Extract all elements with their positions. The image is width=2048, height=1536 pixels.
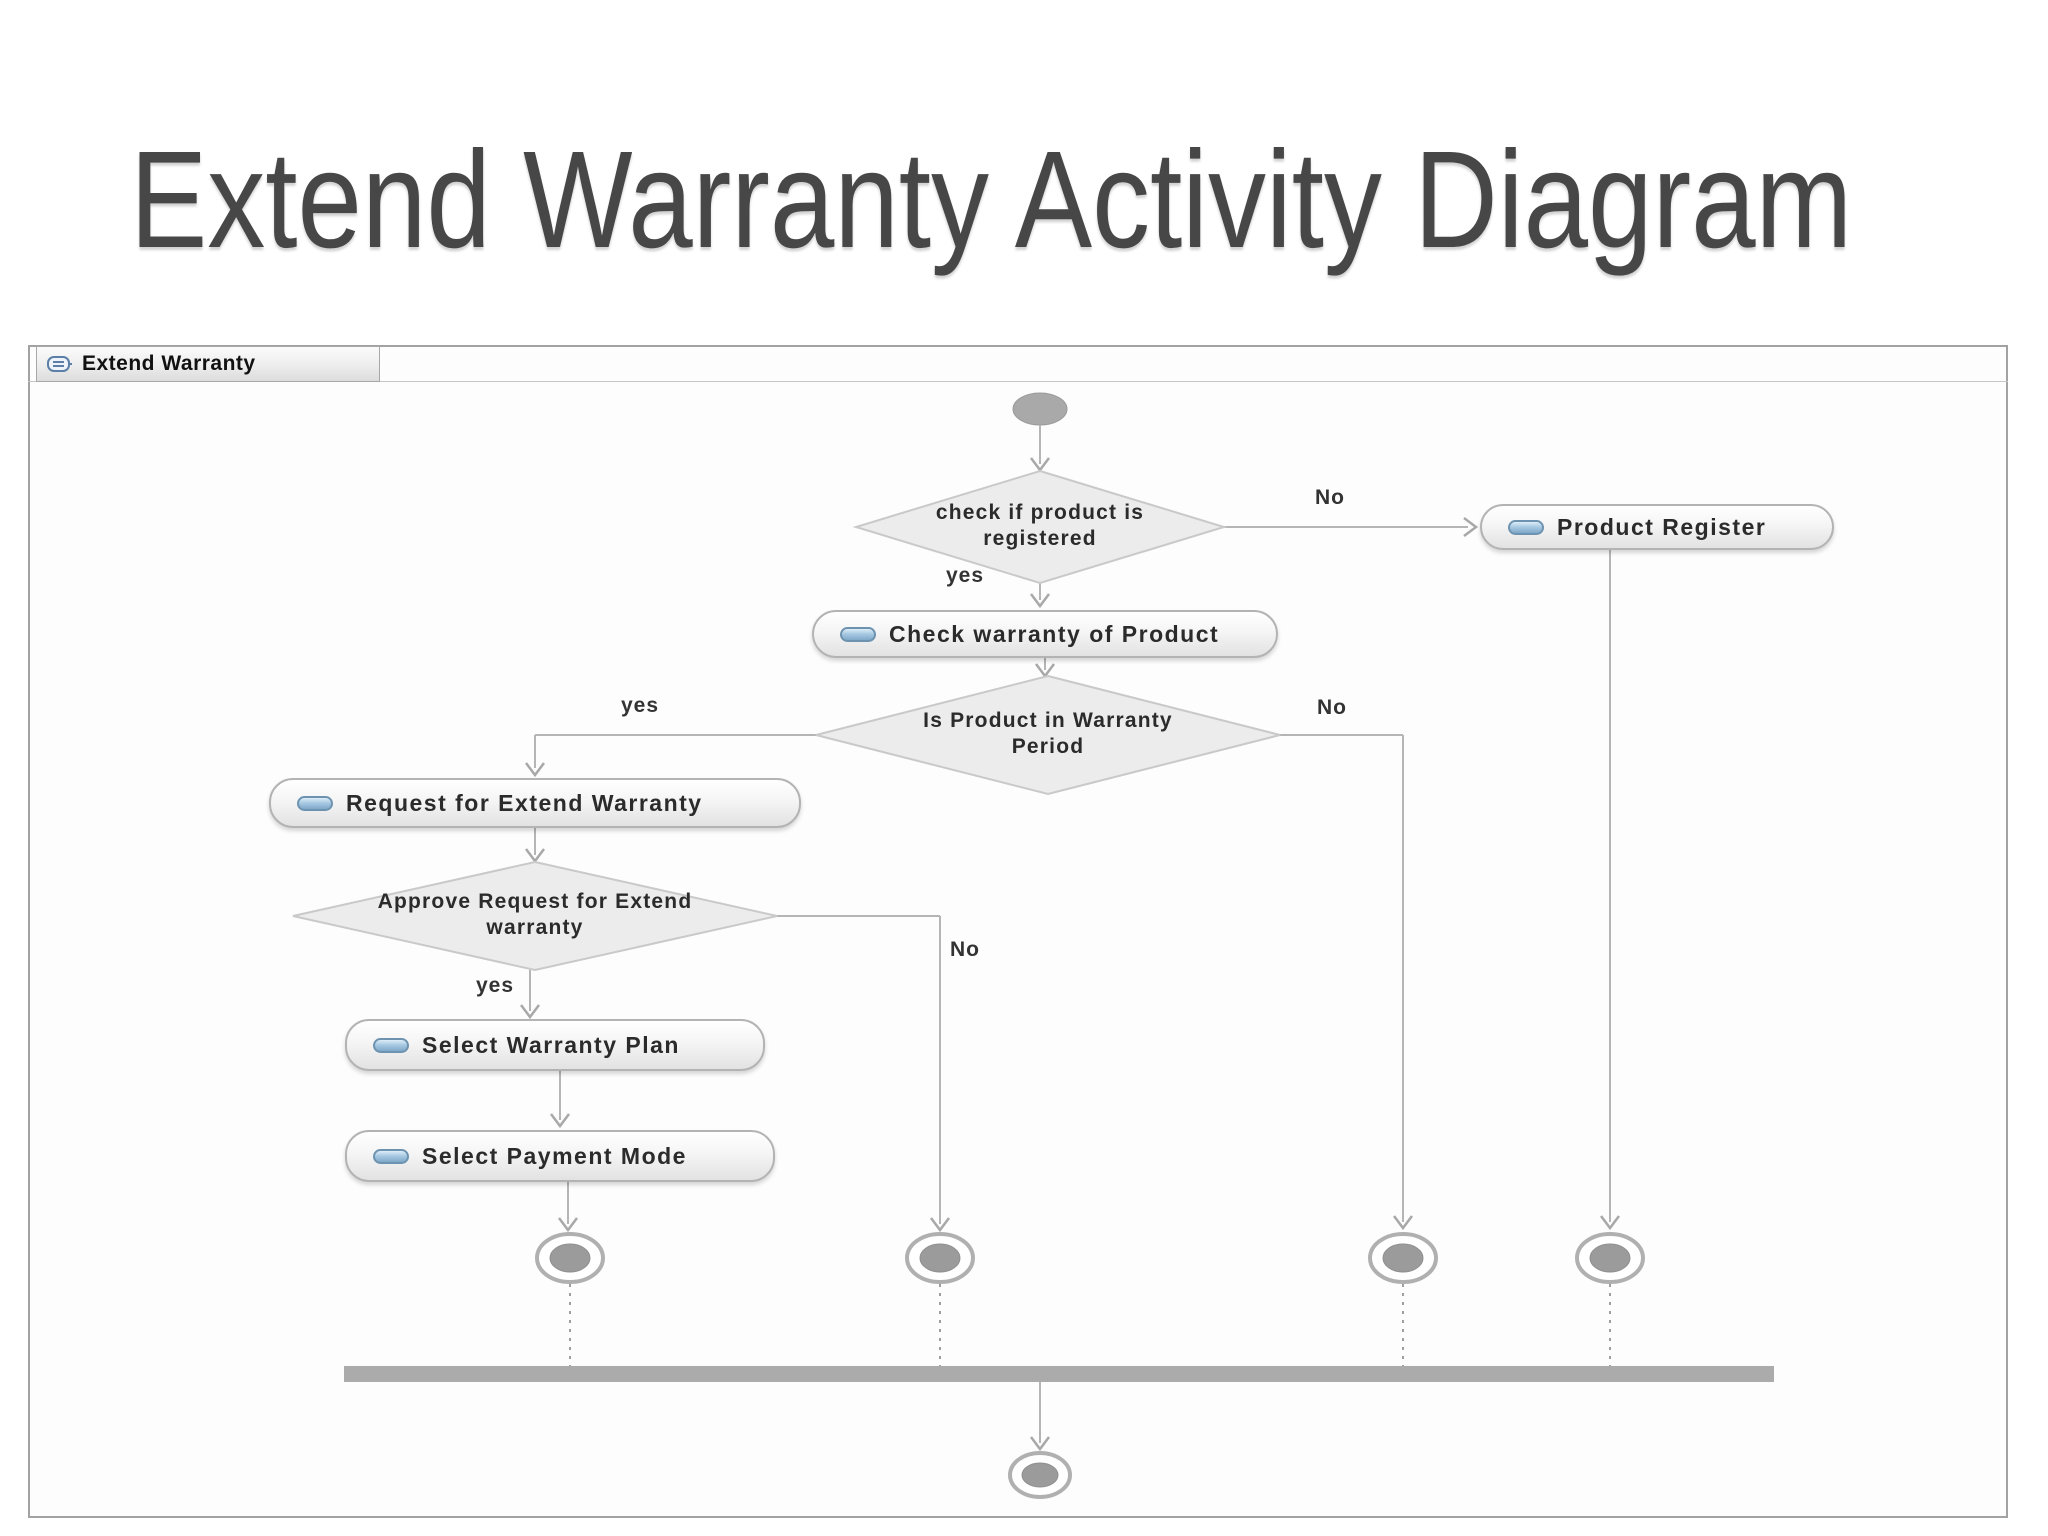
tab-extend-warranty[interactable]: Extend Warranty	[36, 346, 380, 382]
action-request-extend-warranty: Request for Extend Warranty	[269, 778, 801, 828]
action-label: Check warranty of Product	[889, 620, 1220, 647]
decision-product-registered	[852, 469, 1228, 585]
edge-label-no-registered: No	[1315, 486, 1345, 509]
action-icon	[373, 1148, 409, 1164]
decision-approve-request	[292, 860, 778, 972]
action-check-warranty: Check warranty of Product	[812, 610, 1278, 658]
action-select-payment-mode: Select Payment Mode	[345, 1130, 775, 1182]
edge-label-yes-approve: yes	[475, 974, 515, 997]
page-title: Extend Warranty Activity Diagram	[130, 123, 1853, 277]
action-icon	[297, 795, 333, 811]
decision-warranty-period	[815, 674, 1281, 796]
action-label: Select Payment Mode	[422, 1142, 687, 1169]
action-icon	[840, 626, 876, 642]
edge-label-yes-warranty: yes	[620, 694, 660, 717]
decision-label-warranty-period: Is Product in Warranty Period	[923, 709, 1173, 759]
end-node-approve-no	[905, 1232, 975, 1284]
decision-label-product-registered: check if product is registered	[935, 501, 1145, 551]
action-icon	[373, 1037, 409, 1053]
final-nodes-row	[535, 1232, 1645, 1284]
action-label: Select Warranty Plan	[422, 1031, 680, 1058]
decision-label-approve-request: Approve Request for Extend warranty	[377, 890, 693, 940]
edge-label-no-warranty: No	[1317, 696, 1347, 719]
edge-label-yes-registered: yes	[945, 564, 985, 587]
action-select-warranty-plan: Select Warranty Plan	[345, 1019, 765, 1071]
edge-label-no-approve: No	[950, 938, 980, 961]
panel-header-divider	[28, 381, 2008, 382]
action-product-register: Product Register	[1480, 504, 1834, 550]
end-node-product-register	[1575, 1232, 1645, 1284]
final-node-bottom	[1008, 1451, 1072, 1499]
action-label: Request for Extend Warranty	[346, 789, 703, 816]
action-label: Product Register	[1557, 513, 1767, 540]
tab-label: Extend Warranty	[82, 352, 256, 375]
end-node-payment-flow	[535, 1232, 605, 1284]
end-node-warranty-no	[1368, 1232, 1438, 1284]
connectors	[529, 425, 1611, 1443]
join-bar	[344, 1366, 1774, 1382]
activity-diagram-icon	[47, 356, 72, 372]
action-icon	[1508, 519, 1544, 535]
